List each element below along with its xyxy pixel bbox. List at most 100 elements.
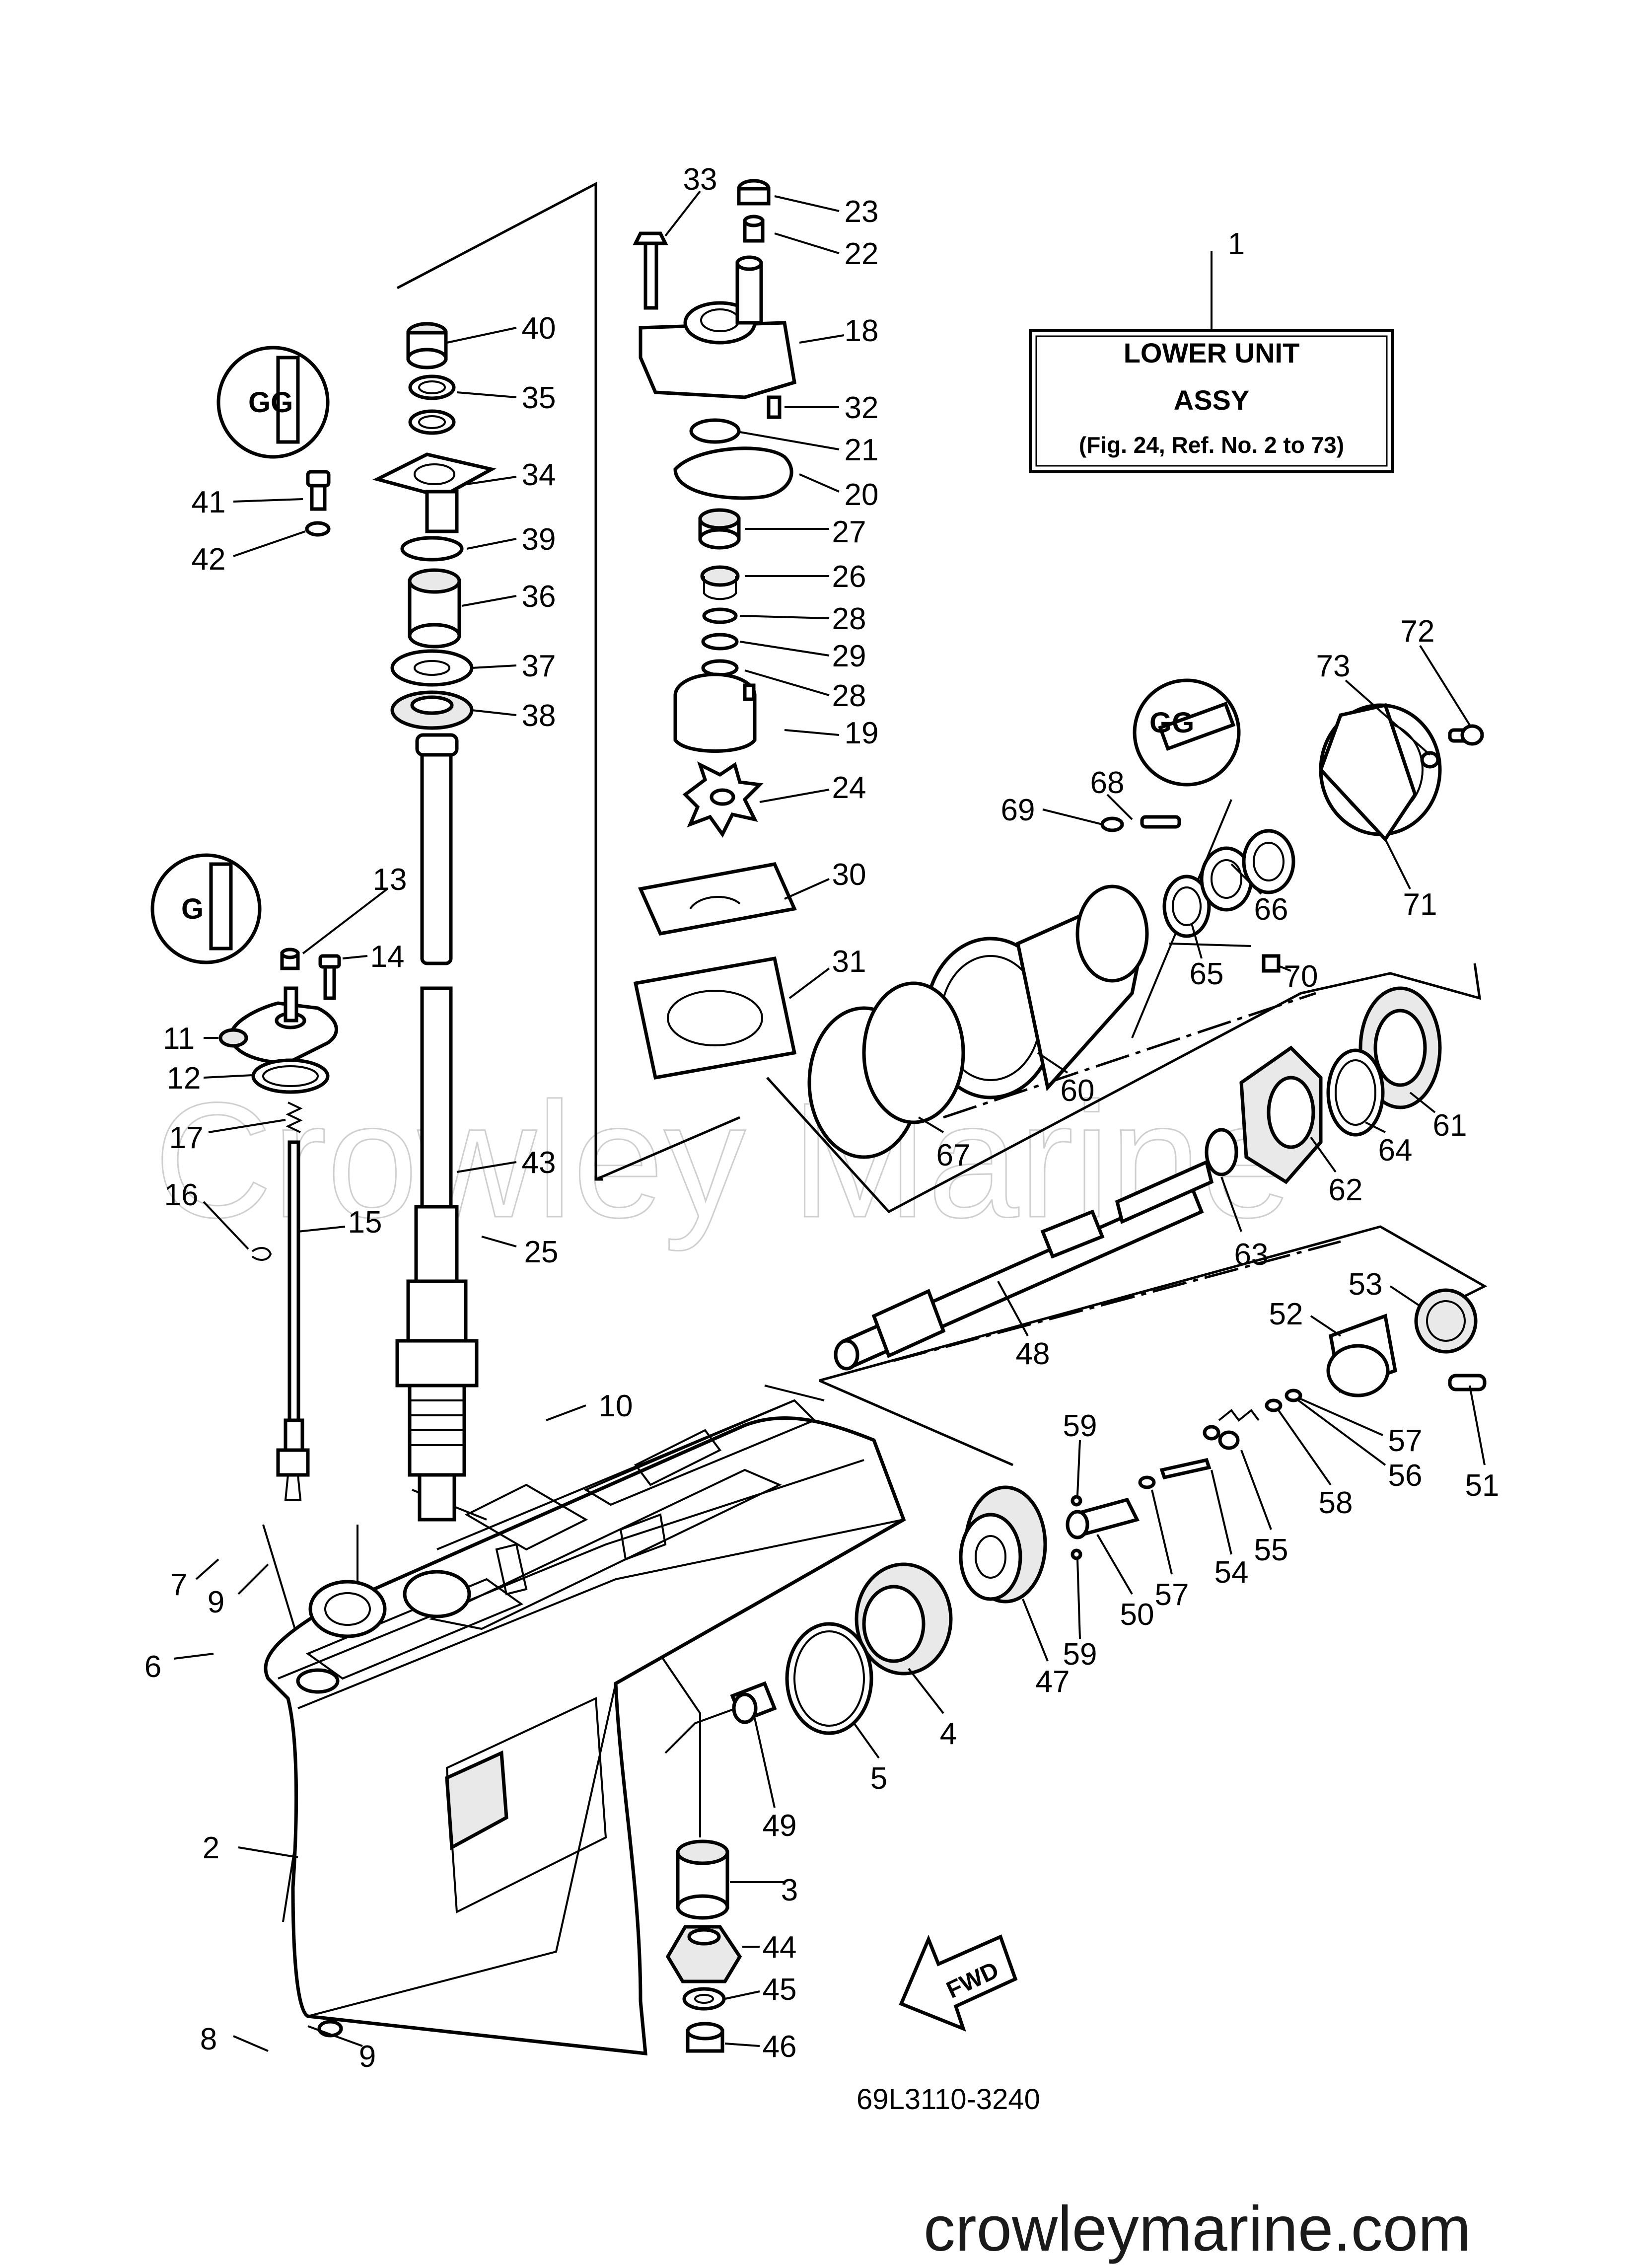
- leader-line-7: [195, 1558, 219, 1580]
- leader-line-46: [724, 2043, 760, 2047]
- assy-box: LOWER UNIT ASSY (Fig. 24, Ref. No. 2 to …: [1029, 329, 1394, 473]
- callout-47: 47: [1036, 1665, 1070, 1699]
- leader-line-16: [203, 1201, 249, 1250]
- leader-line-61: [1409, 1092, 1436, 1113]
- callout-56: 56: [1388, 1459, 1423, 1493]
- leader-line-69: [1042, 808, 1103, 825]
- callout-49: 49: [763, 1809, 797, 1843]
- callout-65: 65: [1190, 957, 1224, 991]
- callout-38: 38: [522, 699, 556, 733]
- badge-right: GG: [1149, 707, 1194, 739]
- leader-line-33: [664, 190, 701, 237]
- leader-line-34: [466, 476, 517, 485]
- leader-line-65: [1191, 923, 1203, 959]
- callout-12: 12: [167, 1061, 201, 1096]
- callout-58: 58: [1319, 1486, 1353, 1520]
- callout-6: 6: [144, 1650, 161, 1684]
- callout-35: 35: [522, 381, 556, 415]
- bearing-housing-parts: [807, 703, 1484, 1184]
- callout-71: 71: [1403, 887, 1437, 922]
- shift-rod-parts: [218, 948, 341, 1501]
- leader-line-70: [1278, 965, 1291, 972]
- callout-27: 27: [832, 515, 866, 549]
- callout-67: 67: [936, 1138, 971, 1172]
- leader-line-62: [1310, 1136, 1337, 1173]
- callout-19: 19: [845, 716, 879, 750]
- leader-line-35: [456, 391, 517, 398]
- leader-line-42: [233, 530, 306, 557]
- callout-26: 26: [832, 560, 866, 594]
- leader-line-66: [1230, 863, 1262, 895]
- leader-line-20: [799, 473, 840, 493]
- callout-50: 50: [1120, 1598, 1154, 1632]
- leader-line-59: [1076, 1440, 1081, 1495]
- callout-16: 16: [164, 1178, 199, 1212]
- leader-line-48: [997, 1281, 1029, 1336]
- callout-48: 48: [1016, 1337, 1050, 1371]
- callout-44: 44: [763, 1930, 797, 1965]
- callout-15: 15: [348, 1205, 382, 1240]
- leader-line-19: [784, 729, 840, 736]
- leader-line-31: [788, 967, 830, 999]
- badge-left: G: [181, 893, 204, 925]
- assy-box-line1: LOWER UNIT: [1124, 337, 1300, 368]
- leader-line-36: [461, 595, 517, 607]
- callout-28: 28: [832, 679, 866, 713]
- leader-line-47: [1022, 1599, 1049, 1662]
- leader-line-51: [1469, 1385, 1486, 1465]
- callout-69: 69: [1001, 793, 1035, 827]
- leader-lines: [173, 190, 1486, 2052]
- leader-line-49: [754, 1718, 776, 1808]
- leader-line-55: [1240, 1450, 1272, 1530]
- leader-line-57: [1298, 1397, 1383, 1436]
- callout-30: 30: [832, 858, 866, 892]
- callout-14: 14: [370, 940, 405, 974]
- callout-31: 31: [832, 945, 866, 979]
- callout-54: 54: [1214, 1555, 1249, 1590]
- callout-53: 53: [1349, 1267, 1383, 1302]
- drive-shaft: [395, 733, 479, 1522]
- callout-3: 3: [781, 1873, 798, 1907]
- fwd-arrow: FWD: [899, 1934, 1018, 2032]
- callout-73: 73: [1316, 649, 1351, 683]
- leader-line-4: [908, 1668, 944, 1714]
- leader-line-54: [1211, 1469, 1232, 1555]
- gear-bearing-parts: [665, 1485, 1047, 2053]
- leader-line-30: [784, 878, 830, 900]
- callout-11: 11: [163, 1022, 195, 1056]
- callout-55: 55: [1254, 1533, 1288, 1567]
- callout-23: 23: [845, 195, 879, 229]
- callout-41: 41: [192, 485, 226, 519]
- callout-17: 17: [169, 1121, 204, 1155]
- callout-64: 64: [1378, 1133, 1413, 1168]
- leader-line-45: [724, 1990, 760, 2000]
- leader-line-71: [1384, 839, 1411, 889]
- leader-line-9: [237, 1563, 269, 1595]
- leader-line-43: [456, 1161, 517, 1173]
- callout-52: 52: [1269, 1297, 1303, 1331]
- callout-9: 9: [208, 1585, 224, 1619]
- callout-25: 25: [524, 1235, 559, 1269]
- callout-28: 28: [832, 602, 866, 636]
- callout-40: 40: [522, 311, 556, 346]
- callout-24: 24: [832, 771, 866, 805]
- leader-line-56: [1297, 1399, 1386, 1466]
- assy-box-line2: ASSY: [1174, 384, 1250, 416]
- callout-42: 42: [192, 542, 226, 577]
- callout-72: 72: [1401, 614, 1435, 649]
- drawing-code: 69L3110-3240: [857, 2083, 1040, 2116]
- leader-line-22: [774, 232, 840, 254]
- leader-line-23: [774, 195, 840, 212]
- leader-line-38: [471, 709, 517, 716]
- callout-1: 1: [1228, 227, 1245, 261]
- leader-line-40: [446, 327, 517, 344]
- leader-line-17: [208, 1119, 286, 1133]
- leader-line-5: [853, 1722, 880, 1759]
- leader-line-50: [1096, 1534, 1133, 1595]
- leader-line-68: [1106, 794, 1133, 820]
- callout-13: 13: [373, 863, 407, 897]
- leader-line-12: [203, 1074, 254, 1079]
- callout-33: 33: [683, 162, 717, 197]
- leader-line-57: [1151, 1489, 1173, 1575]
